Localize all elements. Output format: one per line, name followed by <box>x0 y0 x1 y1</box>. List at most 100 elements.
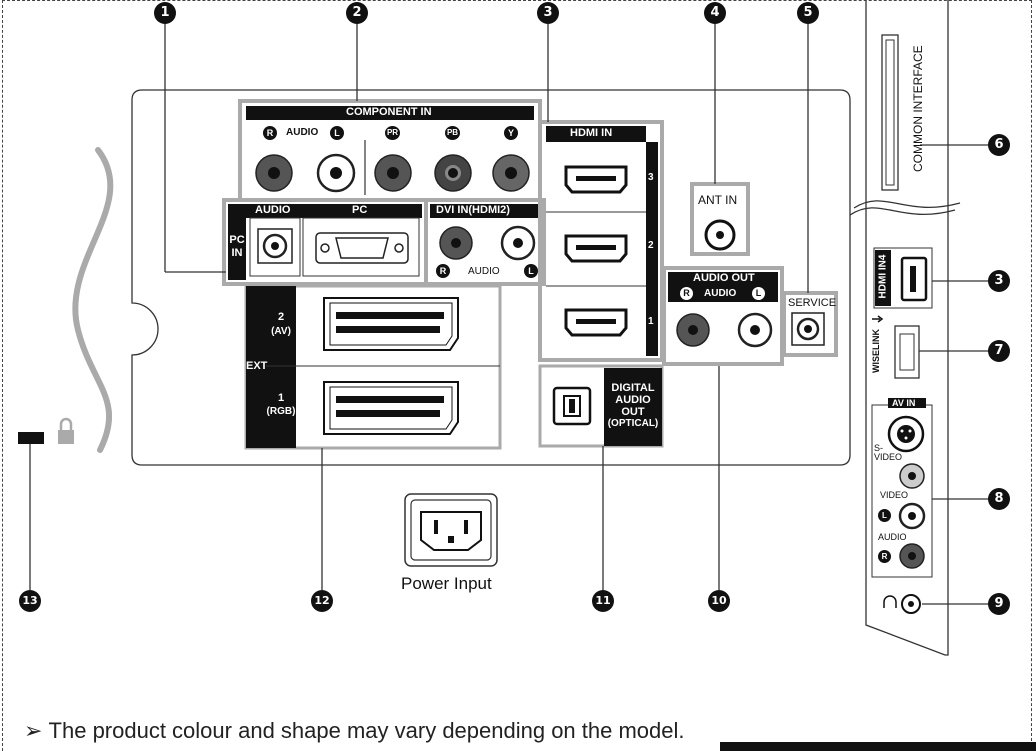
vga-port <box>315 232 409 264</box>
callout-5: 5 <box>797 2 819 24</box>
ext-av-number: 2 <box>277 311 285 323</box>
hdmi-port-2 <box>564 234 628 263</box>
pc-audio-jack <box>257 228 293 264</box>
callout-10: 10 <box>708 590 730 612</box>
usb-icon <box>872 315 884 323</box>
cable-curve <box>72 147 114 453</box>
video-label: VIDEO <box>880 490 909 500</box>
hdmi-in4-port <box>900 256 928 302</box>
arrow-icon: ➢ <box>24 718 49 743</box>
scart-port-2 <box>323 297 459 351</box>
pc-label: PC <box>352 204 368 216</box>
callout-4: 4 <box>704 2 726 24</box>
av-audio-l-jack <box>898 502 926 530</box>
pc-in-side-label: PC IN <box>229 234 245 259</box>
wiselink-label: WISELINK <box>871 329 881 373</box>
component-pr-label: PR <box>385 126 400 140</box>
component-audio-r-label: R <box>263 126 277 140</box>
optical-line-1: DIGITAL <box>611 382 655 394</box>
audio-out-audio-label: AUDIO <box>704 288 737 299</box>
pc-audio-label: AUDIO <box>255 204 291 216</box>
optical-port <box>552 386 592 426</box>
component-jack-pr <box>374 154 412 192</box>
hdmi-port-3-number: 3 <box>648 172 654 183</box>
scart-port-1 <box>323 381 459 435</box>
optical-line-4: (OPTICAL) <box>607 418 659 429</box>
kensington-slot <box>18 432 44 444</box>
ext-rgb-label: (RGB) <box>266 406 296 417</box>
side-panel-outline <box>865 0 949 656</box>
component-jack-audio-l <box>316 153 356 193</box>
lock-icon <box>58 430 74 444</box>
callout-7: 7 <box>988 340 1010 362</box>
audio-out-r-label: R <box>680 287 693 300</box>
video-jack <box>899 463 925 489</box>
hdmi-group-border <box>538 120 664 362</box>
component-pb-label: PB <box>445 126 460 140</box>
component-jack-pb <box>434 154 472 192</box>
dvi-audio-jack-r <box>439 226 473 260</box>
ant-box-border <box>690 182 750 256</box>
av-audio-r-jack <box>899 543 925 569</box>
audio-out-jack-r <box>676 313 710 347</box>
callout-8: 8 <box>988 488 1010 510</box>
headphone-jack <box>901 594 921 614</box>
common-interface-label: COMMON INTERFACE <box>911 45 925 172</box>
hdmi-port-2-number: 2 <box>648 240 654 251</box>
ant-in-label: ANT IN <box>698 193 738 207</box>
antenna-jack <box>704 219 736 251</box>
av-l-label: L <box>878 509 891 522</box>
callout-1: 1 <box>154 2 176 24</box>
av-in-label: AV IN <box>892 398 916 408</box>
footer-bar <box>720 742 1036 751</box>
component-audio-label: AUDIO <box>286 127 319 138</box>
callout-3-side: 3 <box>988 270 1010 292</box>
dvi-audio-jack-l <box>500 225 536 261</box>
callout-2: 2 <box>346 2 368 24</box>
headphone-icon <box>883 595 897 608</box>
dvi-audio-label: AUDIO <box>468 266 500 277</box>
dvi-l-label: L <box>524 264 538 278</box>
ext-rgb-number: 1 <box>277 392 285 404</box>
audio-out-l-label: L <box>752 287 765 300</box>
component-jack-audio-r <box>255 154 293 192</box>
callout-6: 6 <box>988 134 1010 156</box>
optical-line-2: AUDIO <box>615 394 651 406</box>
audio-out-jack-l <box>737 312 773 348</box>
service-jack <box>791 312 825 346</box>
dvi-group-border <box>424 198 546 286</box>
power-outer <box>404 493 498 567</box>
callout-9: 9 <box>988 593 1010 615</box>
component-y-label: Y <box>504 126 518 140</box>
s-video-label: S-VIDEO <box>874 443 903 462</box>
component-audio-l-label: L <box>330 126 344 140</box>
service-border <box>782 291 838 357</box>
hdmi-in4-label: HDMI IN4 <box>877 254 889 299</box>
dvi-title: DVI IN(HDMI2) <box>436 204 510 216</box>
optical-line-3: OUT <box>621 406 645 418</box>
hdmi-port-1 <box>564 308 628 337</box>
footer-note-text: The product colour and shape may vary de… <box>48 718 685 743</box>
callout-11: 11 <box>592 590 614 612</box>
power-input-label: Power Input <box>401 574 492 593</box>
ext-side-label: EXT <box>246 360 268 372</box>
callout-3: 3 <box>537 2 559 24</box>
hdmi-port-1-number: 1 <box>648 316 654 327</box>
av-audio-label: AUDIO <box>878 532 907 542</box>
dvi-r-label: R <box>436 264 450 278</box>
callout-13: 13 <box>19 590 41 612</box>
service-label: SERVICE <box>788 297 837 309</box>
hdmi-in-title: HDMI IN <box>570 127 613 139</box>
av-r-label: R <box>878 550 891 563</box>
component-in-title: COMPONENT IN <box>346 106 432 118</box>
hdmi-port-3 <box>564 165 628 194</box>
ext-av-label: (AV) <box>271 326 291 337</box>
s-video-jack <box>887 415 925 453</box>
audio-out-title: AUDIO OUT <box>693 272 755 284</box>
footer-note: ➢ The product colour and shape may vary … <box>24 718 685 744</box>
callout-12: 12 <box>311 590 333 612</box>
component-jack-y <box>492 154 530 192</box>
